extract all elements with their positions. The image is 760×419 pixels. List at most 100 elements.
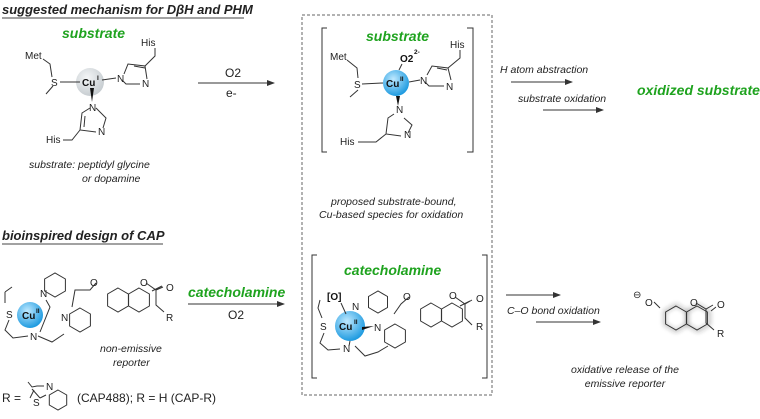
r-definition-prefix: R = [2, 391, 21, 405]
benzothiazole-structure: N S [27, 381, 53, 409]
cap-probe-structure: Cu II S N N N O O O R [4, 272, 174, 411]
cu-ii-sphere [335, 311, 365, 341]
atom-s: S [51, 78, 58, 89]
atom-n: N [98, 127, 105, 138]
atom-n: N [30, 332, 37, 343]
coumarin-pyranone-ring [686, 305, 708, 331]
atom-cu: Cu [386, 79, 399, 90]
pyridine-ring [384, 323, 406, 349]
atom-n: N [89, 103, 96, 114]
atom-o: O [449, 291, 457, 302]
atom-o: O [690, 298, 698, 309]
coumarin-benzene-ring [107, 287, 129, 313]
cu-ii-sphere [17, 302, 43, 328]
product-caption-line2: emissive reporter [585, 378, 666, 390]
atom-n: N [404, 130, 411, 141]
intermediate-caption-line1: proposed substrate-bound, [330, 196, 457, 208]
atom-o: O [403, 292, 411, 303]
reagent-catecholamine: catecholamine [188, 284, 285, 300]
bracket-right [467, 27, 474, 153]
cu-oxo-intermediate: Cu II [O] S N N N O O O R [317, 290, 484, 357]
emissive-glow [664, 304, 688, 332]
atom-n: N [352, 302, 359, 313]
coumarin-benzene-ring [420, 302, 442, 328]
atom-o: O [476, 294, 484, 305]
cu-ii-sphere [383, 70, 409, 96]
atom-cu: Cu [82, 78, 95, 89]
atom-o: O [140, 278, 148, 289]
atom-s: S [354, 80, 361, 91]
step-h-atom-abstraction: H atom abstraction [500, 64, 588, 76]
superoxo-o2: O2 [400, 54, 414, 65]
pyridine-ring [69, 307, 91, 333]
reagent-electron: e- [226, 86, 237, 100]
pyridine-ring [368, 290, 388, 314]
atom-his: His [141, 38, 155, 49]
intermediate-caption-line2: Cu-based species for oxidation [319, 209, 463, 221]
substrate-caption-line2: or dopamine [82, 173, 141, 185]
atom-n: N [396, 105, 403, 116]
atom-s: S [6, 310, 13, 321]
cu-ii-superoxo-complex: Met S Cu II O2 2- His N N N N His [330, 40, 464, 148]
reagent-o2: O2 [228, 308, 244, 322]
atom-n: N [46, 382, 53, 393]
cu-i-sphere [76, 68, 104, 96]
atom-n: N [142, 79, 149, 90]
atom-met: Met [25, 51, 42, 62]
atom-r: R [166, 313, 173, 324]
atom-his: His [46, 135, 60, 146]
atom-cu: Cu [22, 311, 35, 322]
cu-oxidation-state: II [36, 308, 40, 315]
bracket-left [321, 27, 327, 153]
atom-cu: Cu [339, 322, 352, 333]
intermediate-substrate-label: substrate [366, 28, 429, 44]
coumarin-pyranone-ring [441, 302, 463, 328]
probe-caption-line2: reporter [113, 357, 150, 369]
atom-met: Met [330, 52, 347, 63]
atom-n: N [61, 313, 68, 324]
substrate-label: substrate [62, 25, 125, 41]
cu-oxidation-state: I [97, 75, 99, 82]
atom-n: N [446, 82, 453, 93]
oxo-ligand: [O] [327, 292, 341, 303]
atom-r: R [476, 322, 483, 333]
atom-n: N [40, 289, 47, 300]
atom-o: O [717, 300, 725, 311]
bracket-left [311, 254, 317, 379]
cu-i-complex: Met S Cu I N N His N N His [25, 38, 156, 146]
top-section-title: suggested mechanism for DβH and PHM [2, 2, 254, 17]
atom-o: O [166, 283, 174, 294]
product-caption-line1: oxidative release of the [571, 364, 679, 376]
atom-n: N [420, 76, 427, 87]
emissive-reporter-structure: ⊖ O O O R [633, 290, 725, 340]
product-oxidized-substrate: oxidized substrate [637, 82, 760, 98]
atom-n: N [117, 74, 124, 85]
reagent-o2: O2 [225, 66, 241, 80]
superoxo-charge: 2- [414, 49, 420, 56]
atom-s: S [320, 322, 327, 333]
r-definition-suffix: (CAP488); R = H (CAP-R) [77, 391, 216, 405]
phenolate-charge: ⊖ [633, 290, 641, 301]
atom-his: His [450, 40, 464, 51]
intermediate-catecholamine-label: catecholamine [344, 262, 441, 278]
cu-oxidation-state: II [400, 76, 404, 83]
atom-o: O [90, 278, 98, 289]
intermediate-box [301, 14, 493, 396]
step-substrate-oxidation: substrate oxidation [518, 93, 606, 105]
atom-n: N [343, 344, 350, 355]
atom-r: R [717, 329, 724, 340]
bracket-right [482, 254, 488, 379]
benzothiazole-benzene-ring [48, 389, 68, 411]
atom-s: S [33, 398, 40, 409]
atom-n: N [374, 323, 381, 334]
atom-his: His [340, 137, 354, 148]
bottom-section-title: bioinspired design of CAP [2, 228, 165, 243]
pyridine-ring [44, 272, 66, 298]
step-co-bond-oxidation: C–O bond oxidation [507, 305, 600, 317]
atom-o: O [645, 298, 653, 309]
cu-oxidation-state: II [354, 319, 358, 326]
substrate-caption-line1: substrate: peptidyl glycine [29, 159, 150, 171]
probe-caption-line1: non-emissive [100, 343, 162, 355]
coumarin-pyranone-ring [128, 287, 150, 313]
